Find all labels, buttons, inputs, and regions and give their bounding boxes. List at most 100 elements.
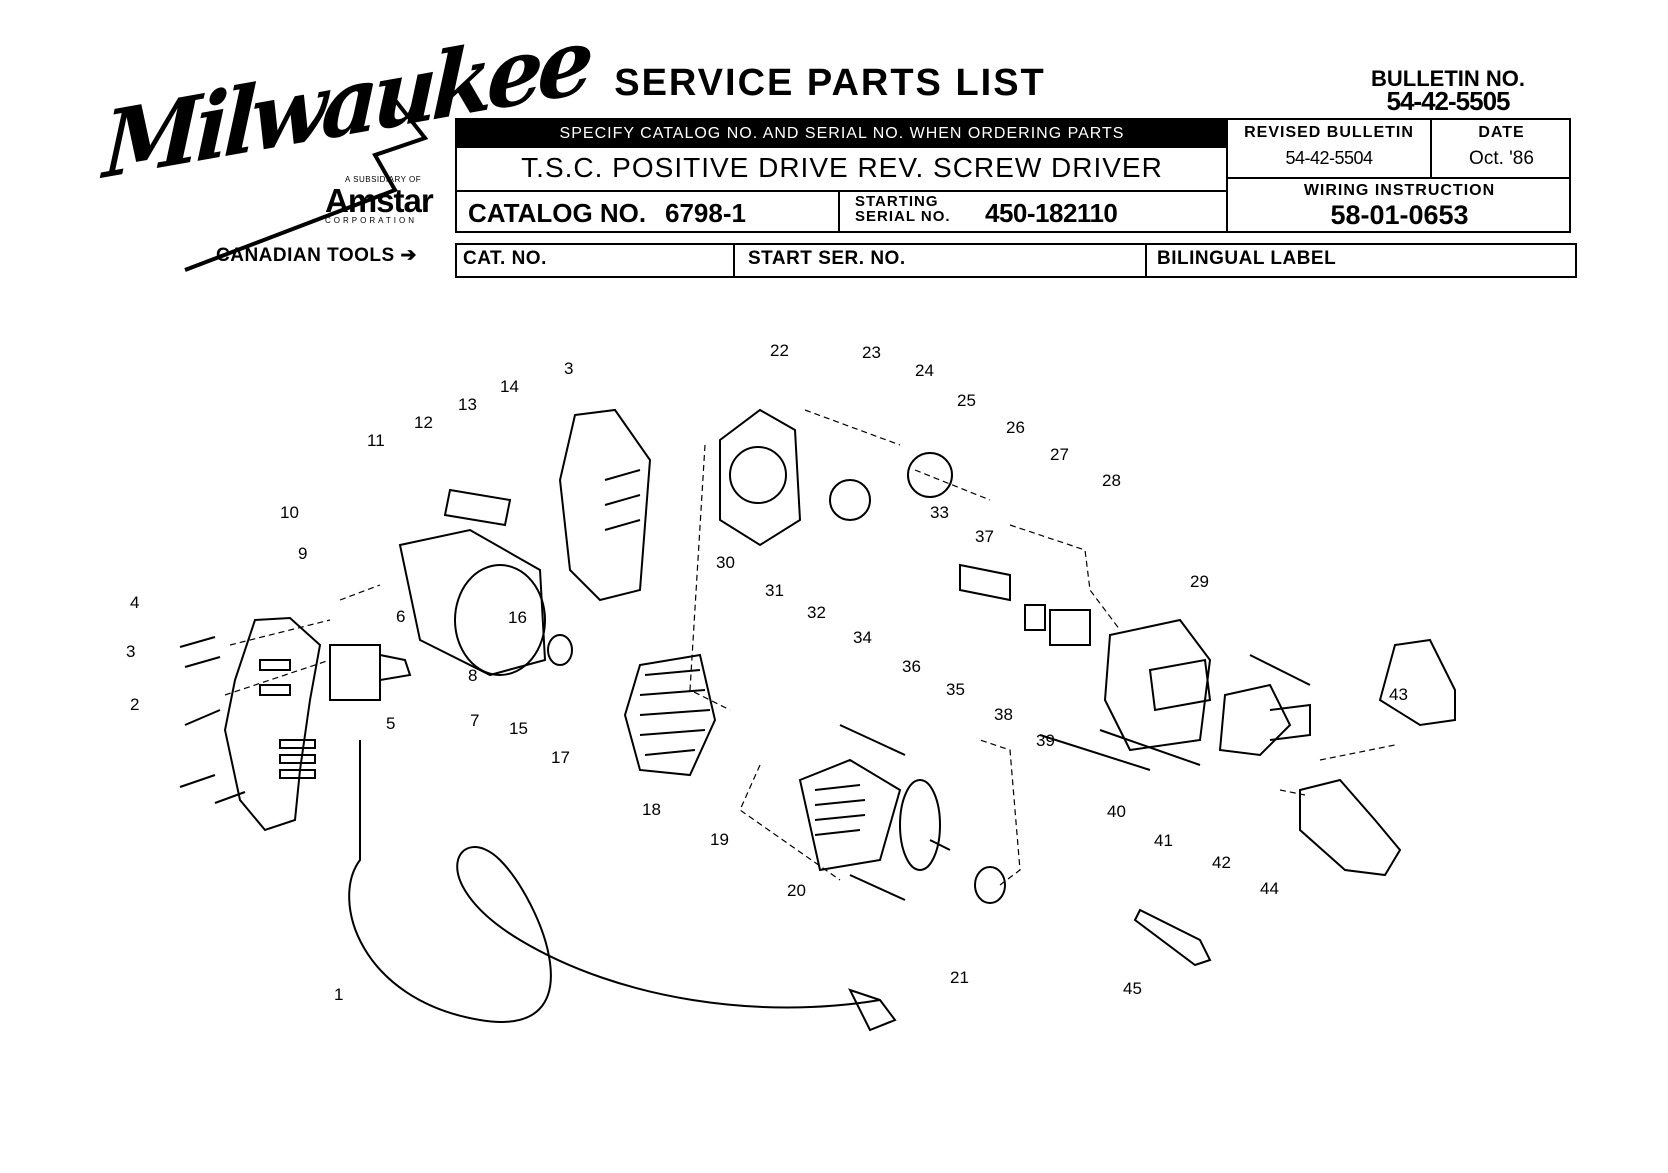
- field-stator: [623, 653, 717, 777]
- handle-housing: [223, 616, 322, 832]
- part-label-14: 14: [500, 377, 519, 396]
- clutch-42: [1218, 683, 1292, 757]
- part-label-6: 6: [396, 607, 405, 626]
- part-label-22: 22: [770, 341, 789, 360]
- part-label-39: 39: [1036, 731, 1055, 750]
- part-label-31: 31: [765, 581, 784, 600]
- bearing-17: [547, 634, 573, 666]
- bearing-21: [974, 866, 1006, 904]
- part-label-16: 16: [508, 608, 527, 627]
- wiring-instruction-label: WIRING INSTRUCTION: [1303, 182, 1496, 199]
- arrow-right-icon: ➔: [400, 245, 417, 266]
- part-label-17: 17: [551, 748, 570, 767]
- date-label: DATE: [1478, 124, 1525, 141]
- part-label-10: 10: [280, 503, 299, 522]
- depth-locator-43: [1378, 638, 1456, 727]
- divider: [1430, 118, 1432, 178]
- part-label-15: 15: [509, 719, 528, 738]
- part-label-23: 23: [862, 343, 881, 362]
- divider: [455, 190, 1227, 192]
- part-label-1: 1: [334, 985, 343, 1004]
- divider: [733, 243, 735, 278]
- catalog-label: CATALOG NO.: [468, 198, 647, 228]
- part-label-5: 5: [386, 714, 395, 733]
- product-name: T.S.C. POSITIVE DRIVE REV. SCREW DRIVER: [521, 152, 1163, 183]
- header-table: [455, 118, 1571, 233]
- part-label-18: 18: [642, 800, 661, 819]
- revised-bulletin-number: 54-42-5504: [1285, 148, 1373, 168]
- needle-bearing-39: [1049, 609, 1091, 646]
- bilingual-label: BILINGUAL LABEL: [1157, 248, 1337, 269]
- bulletin-number: 54-42-5505: [1386, 86, 1511, 116]
- field-housing: [558, 408, 652, 602]
- page-title: SERVICE PARTS LIST: [614, 62, 1046, 104]
- part-label-13: 13: [458, 395, 477, 414]
- part-number-labels: 1 2 3 3 4 5 6 7 8 9 10 11 12 13 14 15 16…: [126, 341, 1408, 1004]
- part-label-19: 19: [710, 830, 729, 849]
- corporation-label: CORPORATION: [325, 216, 417, 225]
- divider: [838, 190, 840, 233]
- divider: [1226, 118, 1228, 233]
- part-label-8: 8: [468, 666, 477, 685]
- canadian-row: [455, 243, 1577, 278]
- part-label-3b: 3: [564, 359, 573, 378]
- part-label-7: 7: [470, 711, 479, 730]
- part-label-30: 30: [716, 553, 735, 572]
- spindle-35: [959, 563, 1011, 602]
- gear-case-cover: [719, 408, 802, 547]
- part-label-26: 26: [1006, 418, 1025, 437]
- canadian-tools-label: CANADIAN TOOLS ➔: [216, 245, 417, 266]
- armature: [798, 758, 902, 872]
- part-label-44: 44: [1260, 879, 1279, 898]
- wiring-instruction-number: 58-01-0653: [1330, 200, 1469, 230]
- part-label-24: 24: [915, 361, 934, 380]
- gear-31: [829, 479, 871, 521]
- bushing-38: [1024, 604, 1046, 631]
- part-label-28: 28: [1102, 471, 1121, 490]
- switch: [329, 644, 381, 701]
- depth-locator-44: [1299, 778, 1402, 877]
- date-value: Oct. '86: [1469, 148, 1534, 169]
- part-label-42: 42: [1212, 853, 1231, 872]
- part-label-4: 4: [130, 593, 139, 612]
- bit-45: [1133, 908, 1212, 967]
- lightning-bolt-icon: [184, 98, 429, 272]
- part-label-21: 21: [950, 968, 969, 987]
- part-label-20: 20: [787, 881, 806, 900]
- part-label-40: 40: [1107, 802, 1126, 821]
- part-label-29: 29: [1190, 572, 1209, 591]
- part-label-41: 41: [1154, 831, 1173, 850]
- bulletin-label: BULLETIN NO.: [1371, 66, 1525, 91]
- part-label-34: 34: [853, 628, 872, 647]
- cat-no-label: CAT. NO.: [463, 248, 547, 269]
- part-label-43: 43: [1389, 685, 1408, 704]
- nameplate: [443, 488, 512, 527]
- exploded-parts-diagram: 1 2 3 3 4 5 6 7 8 9 10 11 12 13 14 15 16…: [126, 341, 1456, 1032]
- part-label-12: 12: [414, 413, 433, 432]
- part-label-25: 25: [957, 391, 976, 410]
- part-label-2: 2: [130, 695, 139, 714]
- catalog-number: 6798-1: [665, 198, 746, 228]
- part-label-3: 3: [126, 642, 135, 661]
- part-label-38: 38: [994, 705, 1013, 724]
- starting-serial-number: 450-182110: [985, 198, 1118, 228]
- clutch-housing: [1103, 618, 1212, 752]
- divider: [1226, 177, 1571, 179]
- power-cord: [348, 740, 881, 1023]
- start-ser-no-label: START SER. NO.: [748, 248, 906, 269]
- ordering-note: SPECIFY CATALOG NO. AND SERIAL NO. WHEN …: [457, 120, 1227, 148]
- gear-25: [907, 452, 953, 498]
- part-label-37: 37: [975, 527, 994, 546]
- part-label-36: 36: [902, 657, 921, 676]
- part-label-33: 33: [930, 503, 949, 522]
- revised-bulletin-label: REVISED BULLETIN: [1244, 124, 1414, 141]
- subsidiary-label: A SUBSIDIARY OF: [345, 175, 422, 184]
- part-label-35: 35: [946, 680, 965, 699]
- part-label-32: 32: [807, 603, 826, 622]
- part-label-27: 27: [1050, 445, 1069, 464]
- divider: [1145, 243, 1147, 278]
- part-label-11: 11: [367, 431, 385, 450]
- part-label-9: 9: [298, 544, 307, 563]
- part-label-45: 45: [1123, 979, 1142, 998]
